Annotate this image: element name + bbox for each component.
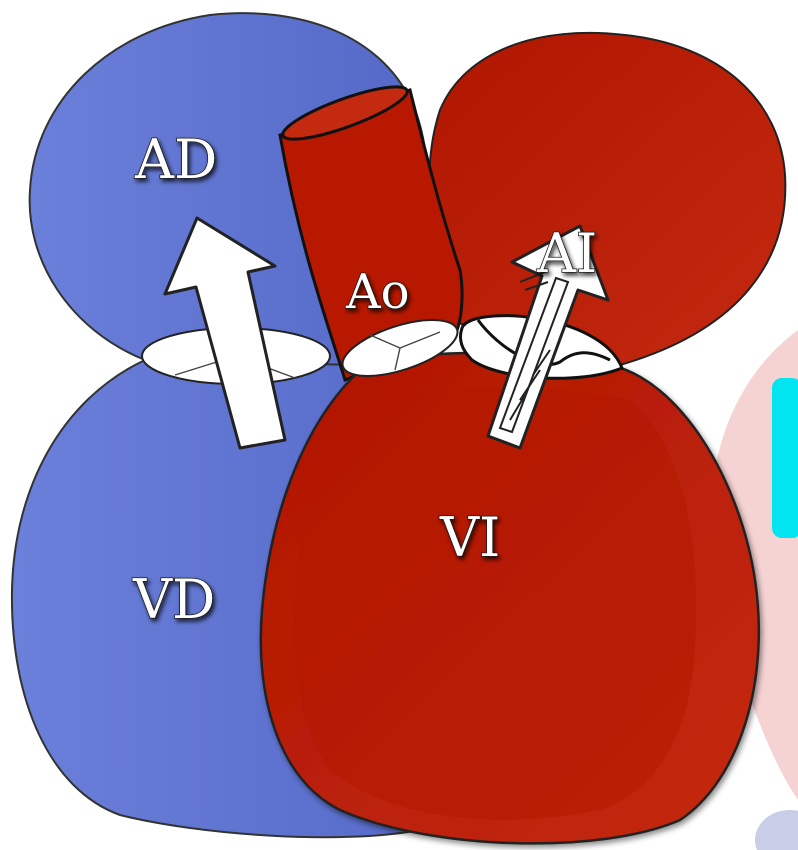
label-aorta: Ao — [345, 264, 410, 320]
flow-arrow-left — [486, 224, 610, 450]
label-right-atrium: AD — [134, 128, 217, 191]
aorta — [278, 88, 464, 383]
cyan-accent-block — [772, 378, 798, 538]
aorta-opening — [281, 85, 409, 141]
flow-arrow-right — [163, 216, 287, 450]
label-left-ventricle: VI — [439, 506, 500, 569]
left-ventricle-inner — [294, 386, 697, 820]
lavender-blob — [755, 810, 798, 850]
label-right-ventricle: VD — [132, 568, 215, 631]
aortic-valve — [341, 319, 459, 377]
label-left-atrium: AI — [536, 222, 597, 285]
